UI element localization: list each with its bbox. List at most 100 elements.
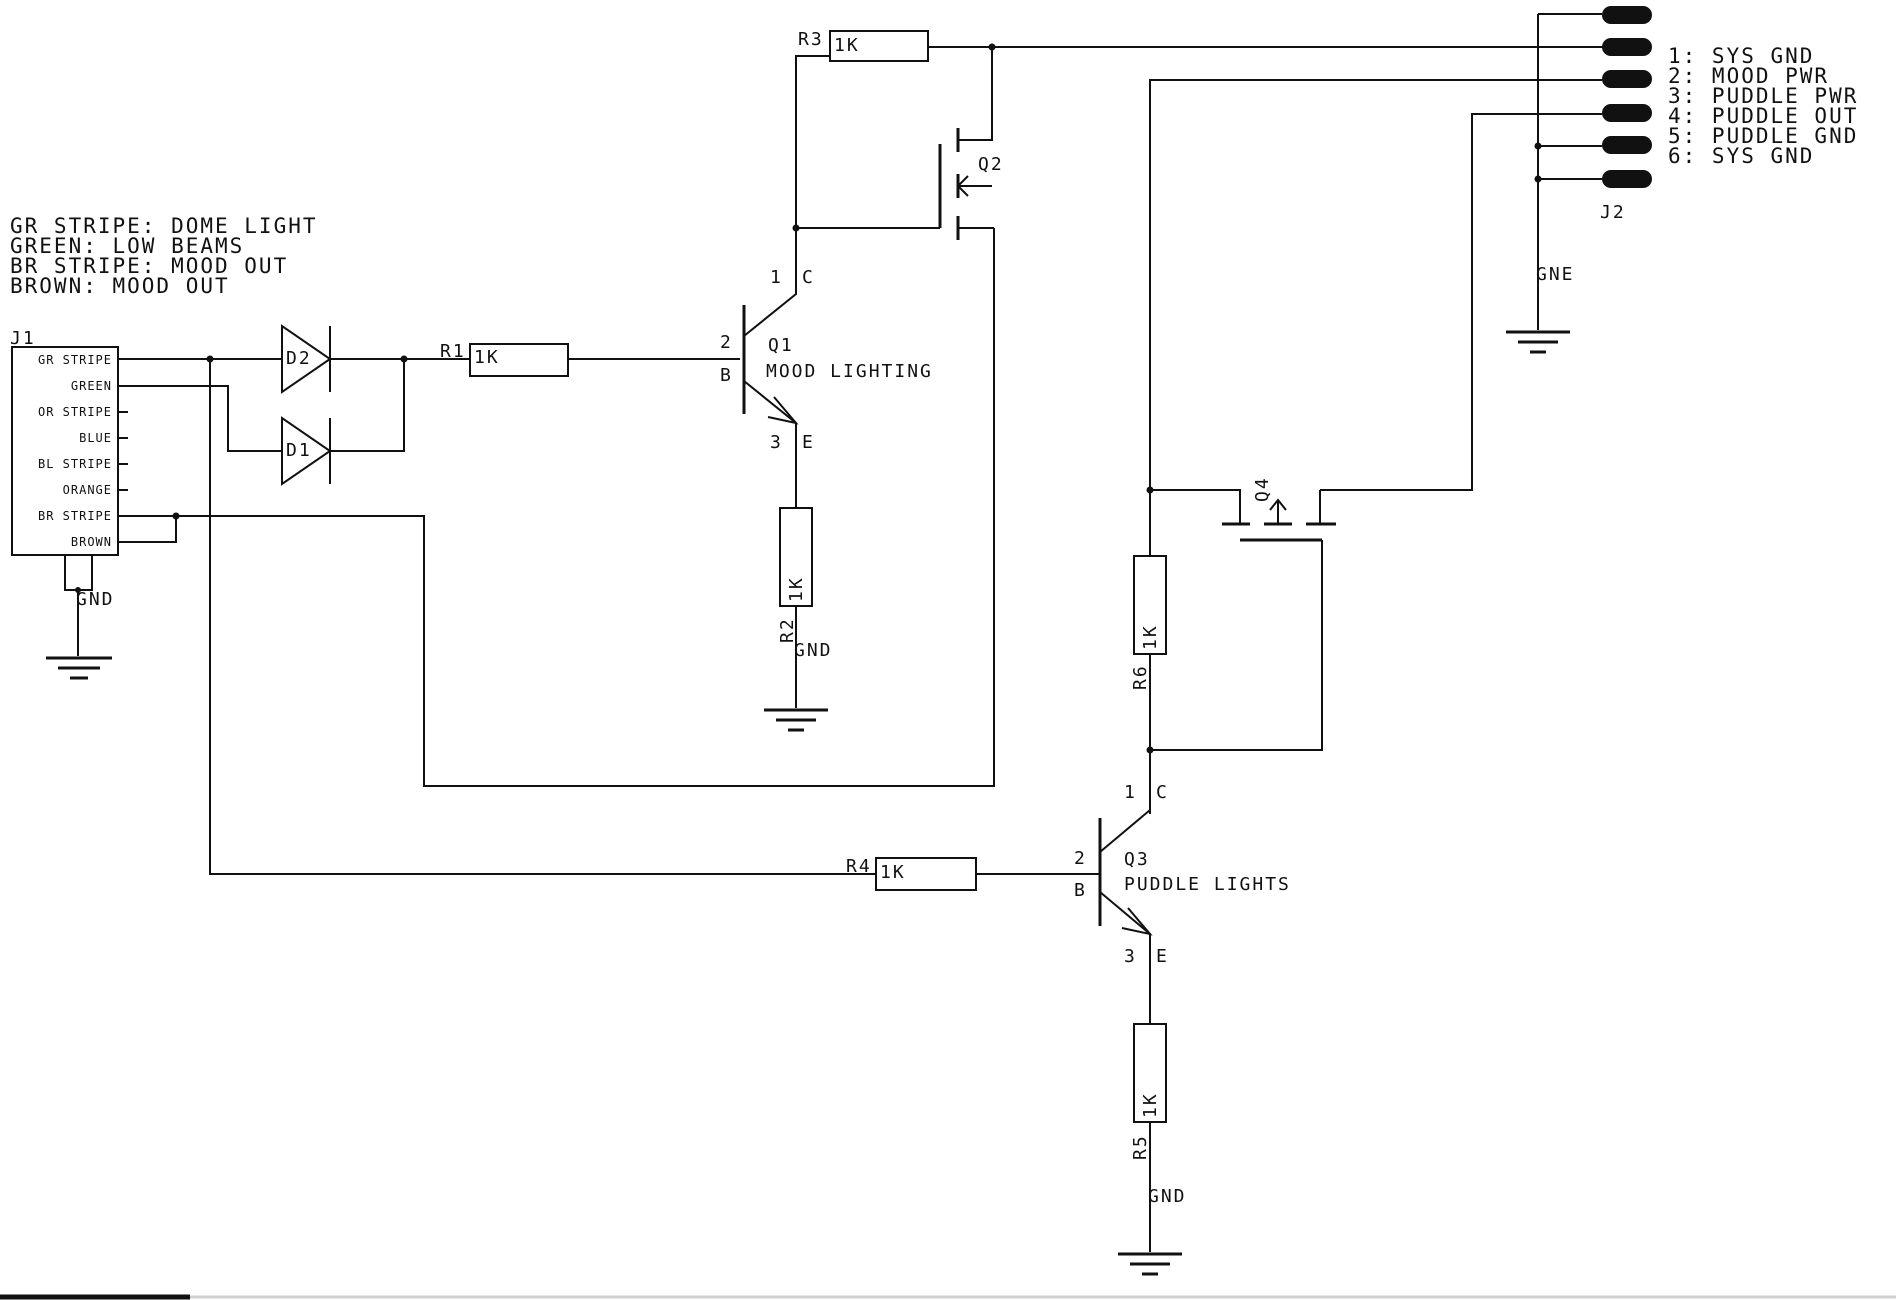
j1-pin-brown: BROWN	[71, 535, 112, 549]
resistor-r5: 1K R5 GND	[1118, 1023, 1187, 1276]
transistor-q1-emitter-arrow	[767, 396, 799, 425]
j2-pin-0	[1602, 6, 1652, 24]
j2-label-3: 3: PUDDLE PWR	[1668, 84, 1858, 108]
j1-body	[11, 346, 119, 556]
resistor-r5-body	[1133, 1023, 1167, 1123]
junction-dot	[1534, 175, 1542, 183]
resistor-r4: R4 1K	[846, 856, 1100, 891]
transistor-q1-pin3: 3	[770, 432, 783, 453]
transistor-q2-arrow	[956, 175, 969, 197]
q1-ground-symbol	[764, 708, 828, 732]
resistor-r3: R3 1K	[798, 29, 1636, 62]
transistor-q1-desc: MOOD LIGHTING	[766, 361, 933, 382]
transistor-q4-ref: Q4	[1252, 476, 1273, 502]
resistor-r5-ref: R5	[1130, 1134, 1151, 1160]
resistor-r6-ref: R6	[1130, 664, 1151, 690]
resistor-r1-body	[469, 343, 569, 377]
wire-puddle-pwr	[1149, 79, 1602, 490]
junction-dot	[792, 224, 800, 232]
legend-line-2: GREEN: LOW BEAMS	[10, 234, 244, 258]
j1-pin-or-stripe: OR STRIPE	[38, 405, 112, 419]
transistor-q3: Q3 PUDDLE LIGHTS 1 C 2 B 3 E	[1074, 750, 1291, 1024]
resistor-r1-ref: R1	[440, 341, 466, 362]
resistor-r3-body	[829, 30, 929, 62]
transistor-q3-emitter-arrow	[1121, 907, 1153, 936]
q3-ground-symbol	[1118, 1252, 1182, 1276]
wire-q1-collector-up	[795, 55, 830, 228]
j1-unused-pin-stubs	[118, 411, 128, 491]
j1-pin-blue: BLUE	[79, 431, 112, 445]
j2-ground-bus	[1537, 13, 1602, 330]
transistor-q3-b-label: B	[1074, 880, 1087, 901]
transistor-q3-pin3: 3	[1124, 946, 1137, 967]
transistor-q3-pin1: 1	[1124, 782, 1137, 803]
transistor-q3-collector	[1099, 750, 1151, 853]
resistor-r2-value: 1K	[786, 576, 807, 602]
diode-d1-ref: D1	[286, 440, 312, 461]
transistor-q1-collector	[743, 228, 797, 337]
legend-line-4: BROWN: MOOD OUT	[10, 274, 230, 298]
transistor-q2: Q2	[938, 47, 1002, 240]
transistor-q1-b-label: B	[720, 365, 733, 386]
resistor-r1-value: 1K	[474, 347, 500, 368]
transistor-q1-e-label: E	[802, 432, 815, 453]
j2-pin-5	[1602, 170, 1652, 188]
transistor-q1-ref: Q1	[768, 335, 794, 356]
wire-puddle-out	[1320, 113, 1602, 491]
transistor-q1-pin2: 2	[720, 332, 733, 353]
junction-dot	[1534, 142, 1542, 150]
j2-ground-symbol	[1506, 330, 1570, 354]
j2-label-6: 6: SYS GND	[1668, 144, 1814, 168]
j2-label-5: 5: PUDDLE GND	[1668, 124, 1858, 148]
j2-pin-4	[1602, 136, 1652, 154]
j1-ref: J1	[10, 328, 36, 349]
transistor-q4-arrow	[1269, 498, 1287, 511]
resistor-r6-body	[1133, 555, 1167, 655]
wire-color-legend: GR STRIPE: DOME LIGHT GREEN: LOW BEAMS B…	[10, 214, 318, 298]
resistor-r4-ref: R4	[846, 856, 872, 877]
q3-gnd-label: GND	[1148, 1186, 1187, 1207]
j1-ground-symbol	[46, 656, 112, 680]
j2-gnd-label: GNE	[1536, 264, 1575, 285]
wire-q4-gate-to-q3	[1150, 540, 1323, 751]
resistor-r5-value: 1K	[1140, 1092, 1161, 1118]
resistor-r4-body	[875, 857, 977, 891]
connector-j1: J1 GR STRIPE GREEN OR STRIPE BLUE BL STR…	[10, 328, 128, 680]
j1-gnd-label: GND	[76, 589, 115, 610]
j2-pin-3	[1602, 104, 1652, 122]
j2-pin-2	[1602, 70, 1652, 88]
transistor-q1: Q1 MOOD LIGHTING 1 C 2 B 3 E	[720, 228, 933, 508]
wire-br-stripe-brown	[118, 515, 177, 543]
transistor-q3-pin2: 2	[1074, 848, 1087, 869]
transistor-q1-c-label: C	[802, 267, 815, 288]
transistor-q3-ref: Q3	[1124, 849, 1150, 870]
resistor-r2-ref: R2	[777, 617, 798, 643]
q1-gnd-label: GND	[794, 640, 833, 661]
junction-dot	[75, 587, 81, 593]
diode-d2: D2	[281, 324, 332, 394]
connector-j2: 1: SYS GND 2: MOOD PWR 3: PUDDLE PWR 4: …	[1149, 6, 1858, 491]
transistor-q4: Q4	[1146, 476, 1336, 751]
j1-pin-orange: ORANGE	[63, 483, 112, 497]
transistor-q3-c-label: C	[1156, 782, 1169, 803]
transistor-q3-desc: PUDDLE LIGHTS	[1124, 874, 1291, 895]
j2-label-2: 2: MOOD PWR	[1668, 64, 1829, 88]
resistor-r6-value: 1K	[1140, 624, 1161, 650]
j1-pin-bl-stripe: BL STRIPE	[38, 457, 112, 471]
transistor-q3-e-label: E	[1156, 946, 1169, 967]
j1-pin-green: GREEN	[71, 379, 112, 393]
wire-mood-out	[176, 228, 995, 787]
legend-line-1: GR STRIPE: DOME LIGHT	[10, 214, 318, 238]
wire-dome-light	[209, 359, 876, 875]
transistor-q2-drain	[958, 47, 993, 141]
resistor-r2: 1K R2 GND	[764, 507, 833, 732]
transistor-q1-pin1: 1	[770, 267, 783, 288]
resistor-r6: 1K R6	[1130, 490, 1167, 814]
resistor-r3-value: 1K	[834, 35, 860, 56]
diode-d1: D1	[281, 416, 332, 486]
resistor-r2-body	[779, 507, 813, 607]
resistor-r3-ref: R3	[798, 29, 824, 50]
legend-line-3: BR STRIPE: MOOD OUT	[10, 254, 288, 278]
transistor-q4-source-lead	[1150, 489, 1241, 524]
